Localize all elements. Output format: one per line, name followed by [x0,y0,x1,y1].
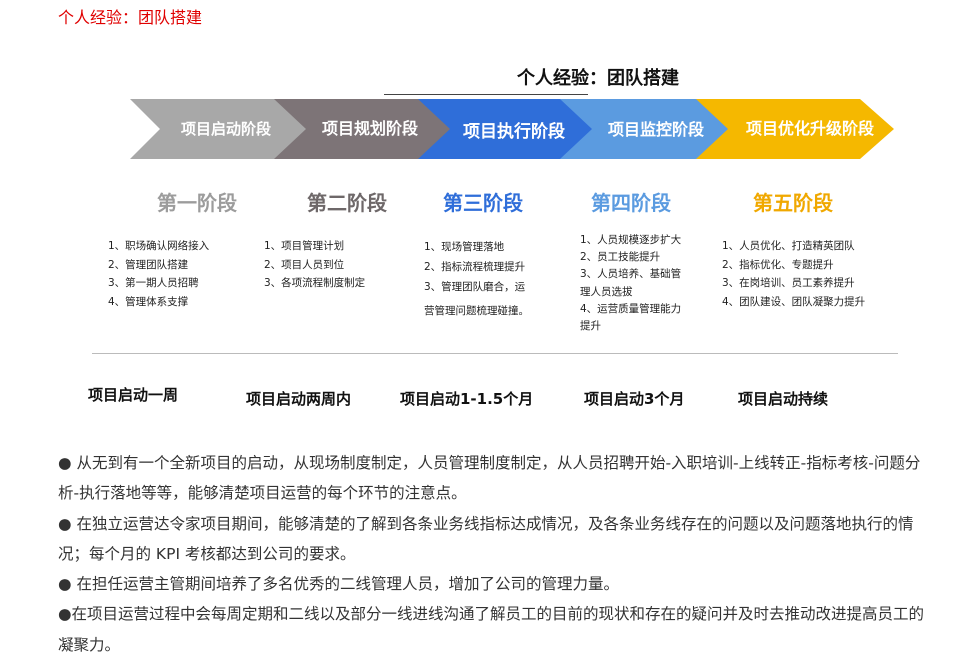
title-underline [384,94,588,95]
phase-item: 1、项目管理计划 [264,240,345,252]
bullet-paragraph: ● 从无到有一个全新项目的启动，从现场制度制定，人员管理制度制定，从人员招聘开始… [58,454,921,503]
phase-items-4: 1、人员规模逐步扩大 2、员工技能提升 3、人员培养、基础管 理人员选拔 4、运… [580,232,681,335]
phase-arrow-3 [418,99,602,159]
phase-item: 2、员工技能提升 [580,251,661,264]
phase-item: 2、指标流程梳理提升 [424,261,526,273]
stage-label-5: 第五阶段 [753,191,833,215]
team-building-diagram: 个人经验：团队搭建 [88,28,908,438]
phase-arrow-label-4: 项目监控阶段 [608,120,705,139]
experience-bullets: ● 从无到有一个全新项目的启动，从现场制度制定，人员管理制度制定，从人员招聘开始… [58,448,928,660]
phase-item: 1、现场管理落地 [424,241,505,253]
phase-item: 2、指标优化、专题提升 [722,258,834,271]
bullet-paragraph: ● 在独立运营达令家项目期间，能够清楚的了解到各条业务线指标达成情况，及各条业务… [58,514,914,563]
phase-item: 4、运营质量管理能力 [580,302,682,315]
phase-item: 提升 [580,320,601,333]
phase-items-2: 1、项目管理计划 2、项目人员到位 3、各项流程制度制定 [264,237,365,293]
bullet-paragraph: ●在项目运营过程中会每周定期和二线以及部分一线进线沟通了解员工的目前的现状和存在… [58,605,925,654]
period-label-1: 项目启动一周 [88,386,179,404]
section-heading: 个人经验：团队搭建 [58,8,203,27]
phase-item: 3、人员培养、基础管 [580,268,682,281]
phase-item: 3、第一期人员招聘 [108,277,199,289]
period-label-2: 项目启动两周内 [246,390,352,408]
phase-item: 3、在岗培训、员工素养提升 [722,277,855,289]
phase-arrow-1 [130,99,312,159]
phase-arrow-4 [560,99,742,159]
phase-item: 2、管理团队搭建 [108,258,189,271]
phase-item: 3、管理团队磨合，运 [424,281,526,293]
phase-items-1: 1、职场确认网络接入 2、管理团队搭建 3、第一期人员招聘 4、管理体系支撑 [108,237,209,311]
phase-arrow-label-2: 项目规划阶段 [322,119,419,138]
phase-arrow-label-5: 项目优化升级阶段 [746,119,875,138]
stage-label-3: 第三阶段 [443,191,523,215]
stage-label-1: 第一阶段 [157,191,237,215]
stage-label-4: 第四阶段 [591,191,671,215]
period-label-5: 项目启动持续 [738,390,829,408]
period-label-3: 项目启动1-1.5个月 [400,390,534,408]
phase-items-3: 1、现场管理落地 2、指标流程梳理提升 3、管理团队磨合，运 营管理问题梳理碰撞… [424,237,529,321]
phase-item: 4、管理体系支撑 [108,295,189,308]
phase-item: 2、项目人员到位 [264,258,345,271]
phase-arrow-2 [274,99,458,159]
diagram-title: 个人经验：团队搭建 [517,68,679,89]
stage-label-2: 第二阶段 [307,191,387,215]
phase-item: 理人员选拔 [580,285,633,298]
phase-item: 1、人员优化、打造精英团队 [722,240,855,252]
phase-arrow-label-3: 项目执行阶段 [463,121,565,142]
period-label-4: 项目启动3个月 [584,390,685,408]
phase-item: 3、各项流程制度制定 [264,277,366,289]
phase-item: 1、职场确认网络接入 [108,240,210,252]
phase-arrow-5 [696,99,894,159]
phase-arrow-label-1: 项目启动阶段 [181,120,271,138]
phase-item: 营管理问题梳理碰撞。 [424,305,529,317]
phase-item: 4、团队建设、团队凝聚力提升 [722,295,866,308]
phase-arrows: 项目启动阶段 项目规划阶段 项目执行阶段 项目监控阶段 项目优化升级阶段 [130,99,894,159]
bullet-paragraph: ● 在担任运营主管期间培养了多名优秀的二线管理人员，增加了公司的管理力量。 [58,575,619,594]
phase-item: 1、人员规模逐步扩大 [580,234,682,246]
phase-items-5: 1、人员优化、打造精英团队 2、指标优化、专题提升 3、在岗培训、员工素养提升 … [722,237,865,311]
timeline-divider [92,353,898,354]
